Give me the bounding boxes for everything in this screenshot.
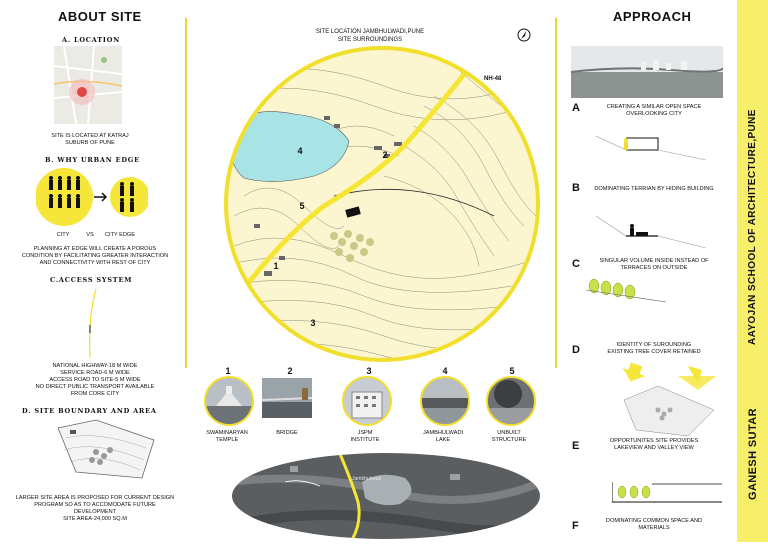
map-label-1: 1 [273,261,279,271]
boundary-plan [56,418,156,480]
city-edge-label: CITY EDGE [104,232,136,238]
approach-letter-e: E [572,440,580,452]
approach-b-diagram [595,130,707,168]
urban-edge-text-2: CONDITION BY FACILITATING GREATER INTERA… [21,253,169,259]
access-text-2: SERVICE ROAD-6 M WIDE [60,370,130,376]
school-name: AAYOJAN SCHOOL OF ARCHITECTURE,PUNE [747,109,758,345]
approach-text-c: SINGULAR VOLUME INSIDE INSTEAD OF TERRAC… [599,258,709,271]
thumb-jspm [342,376,392,426]
location-text-1: SITE IS LOCATED AT KATRAJ [51,133,129,139]
approach-letter-b: B [572,182,580,194]
approach-text-e: OPPORTUNITES SITE PROVIDES LAKEVIEW AND … [609,438,699,451]
site-map [224,46,540,362]
approach-text-f: DOMINATING COMMON SPACE AND MATERIALS [605,518,703,531]
approach-d-trees [585,276,667,304]
thumb-caption-5: UNBUILT STRUCTURE [491,430,527,443]
access-text-1: NATIONAL HIGHWAY-18 M WIDE [52,363,138,369]
map-label-2: 2 [382,150,388,160]
approach-f-diagram [611,478,722,508]
aerial-map [230,452,542,540]
title-strip [737,0,768,542]
map-label-4: 4 [297,146,303,156]
aerial-label: Jambhulwadi [352,476,382,482]
about-site-title: ABOUT SITE [58,9,142,24]
access-text-4: NO DIRECT PUBLIC TRANSPORT AVAILABLE [35,384,155,390]
thumb-unbuilt [486,376,536,426]
access-diagram [78,287,108,359]
location-heading: A. LOCATION [62,36,120,44]
divider-right [555,18,557,368]
approach-title: APPROACH [613,9,692,24]
thumb-num-3: 3 [366,366,372,376]
author-name: GANESH SUTAR [747,408,759,500]
approach-c-diagram [595,212,707,252]
access-text-3: ACCESS ROAD TO SITE-5 M WIDE [49,377,141,383]
approach-letter-d: D [572,344,580,356]
site-surroundings-title: SITE SURROUNDINGS [337,37,403,43]
thumb-num-5: 5 [509,366,515,376]
access-heading: C.ACCESS SYSTEM [50,276,133,284]
approach-letter-f: F [572,520,579,532]
boundary-heading: D. SITE BOUNDARY AND AREA [22,407,157,415]
site-area: SITE AREA-24,000 SQ.M [63,516,127,522]
approach-letter-a: A [572,102,580,114]
thumb-caption-1: SWAMINARYAN TEMPLE [206,430,248,443]
approach-e-diagram [618,360,718,438]
map-label-3: 3 [310,318,316,328]
approach-letter-c: C [572,258,580,270]
city-label: CITY [56,232,70,238]
approach-text-d: IDENTITY OF SUROUNDING EXISTING TREE COV… [607,342,701,355]
nh48-label: NH-48 [484,76,502,82]
site-location-title: SITE LOCATION JAMBHULWADI,PUNE [315,29,425,35]
thumb-caption-2: BRIDGE [276,430,298,436]
thumb-temple [204,376,254,426]
north-arrow-icon [517,28,531,42]
vs-label: VS [86,232,94,238]
thumb-num-2: 2 [287,366,293,376]
boundary-text-2: PROGRAM SO AS TO ACCOMODATE FUTURE DEVEL… [34,502,156,515]
location-text-2: SUBURB OF PUNE [65,140,115,146]
thumb-num-1: 1 [225,366,231,376]
city-vs-edge-diagram [35,166,150,228]
urban-edge-heading: B. WHY URBAN EDGE [45,156,140,164]
boundary-text-1: LARGER SITE AREA IS PROPOSED FOR CURRENT… [15,495,175,501]
approach-text-a: CREATING A SIMILAR OPEN SPACE OVERLOOKIN… [606,104,702,117]
urban-edge-text-3: AND CONNECTIVITY WITH REST OF CITY [39,260,151,266]
thumb-caption-3: JSPM INSTITUTE [350,430,380,443]
location-map [53,45,123,125]
urban-edge-text-1: PLANNING AT EDGE WILL CREATE A POROUS [33,246,157,252]
approach-a-photo [571,46,723,98]
thumb-lake [420,376,470,426]
thumb-bridge [262,378,312,418]
thumb-num-4: 4 [442,366,448,376]
divider-left [185,18,187,368]
map-label-5: 5 [299,201,305,211]
approach-text-b: DOMINATING TERRIAN BY HIDING BUILDING [594,186,714,192]
access-text-5: FROM CORE CITY [70,391,120,397]
thumb-caption-4: JAMBHULWADI LAKE [422,430,464,443]
